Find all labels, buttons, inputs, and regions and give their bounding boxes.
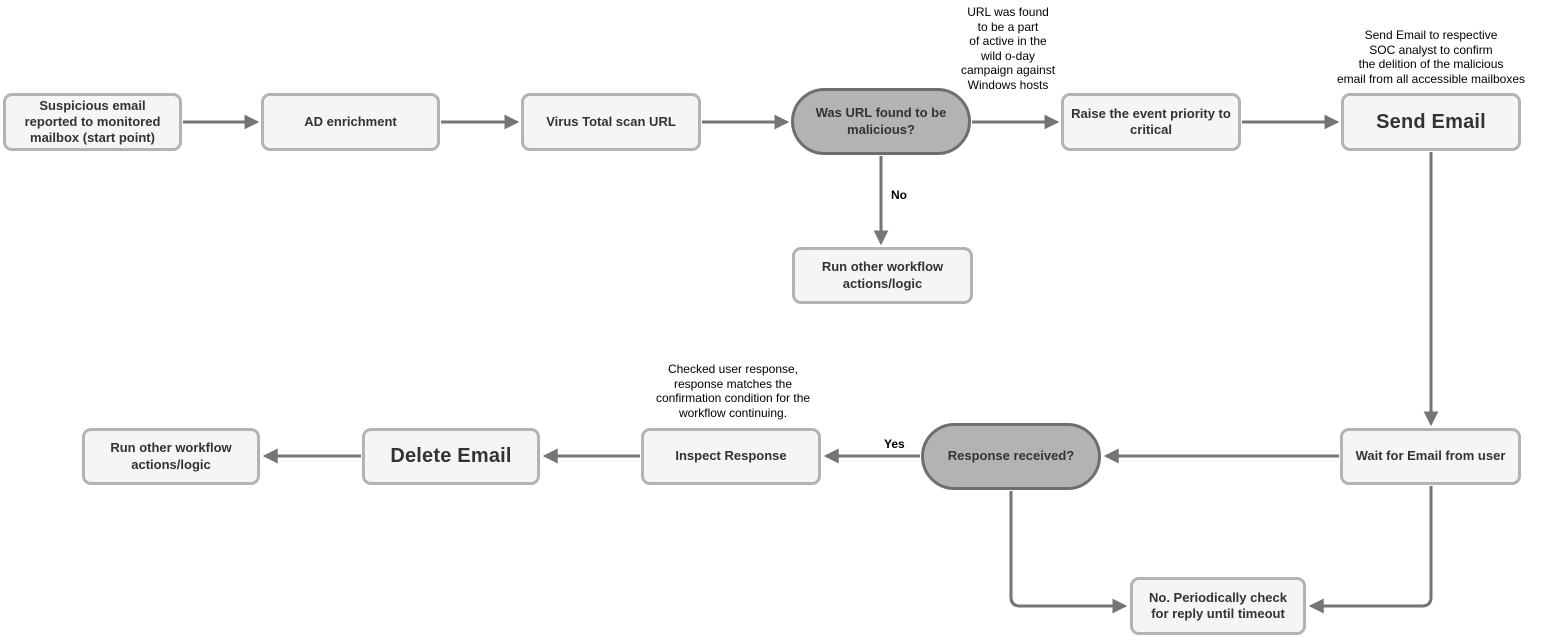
- node-ad-enrichment-label: AD enrichment: [304, 113, 397, 129]
- annotation-line: Send Email to respective: [1364, 28, 1498, 42]
- annotation-line: URL was found: [967, 5, 1049, 19]
- annotation-line: response matches the: [673, 376, 793, 391]
- annotation-line: Windows hosts: [967, 77, 1049, 92]
- node-virustotal-scan-label: Virus Total scan URL: [546, 113, 676, 129]
- annotation-url-campaign: URL was found to be a part of active in …: [961, 5, 1055, 92]
- node-virustotal-scan[interactable]: Virus Total scan URL: [521, 93, 701, 151]
- annotation-line: wild o-day: [980, 48, 1036, 63]
- edge-label-no: No: [889, 188, 909, 202]
- edge-wait-to-periodic: [1308, 486, 1433, 614]
- node-send-email[interactable]: Send Email: [1341, 93, 1521, 151]
- annotation-line: confirmation condition for the: [655, 391, 811, 405]
- node-wait-for-email-label: Wait for Email from user: [1355, 448, 1506, 464]
- edge-label-yes: Yes: [882, 437, 907, 451]
- node-run-other-workflow-bottom[interactable]: Run other workflow actions/logic: [82, 428, 260, 485]
- node-wait-for-email[interactable]: Wait for Email from user: [1340, 428, 1521, 485]
- node-decision-response-received[interactable]: Response received?: [921, 423, 1101, 490]
- annotation-send-email-note: Send Email to respective SOC analyst to …: [1337, 28, 1525, 86]
- node-inspect-response[interactable]: Inspect Response: [641, 428, 821, 485]
- node-start-label: Suspicious email reported to monitored m…: [24, 97, 161, 146]
- annotation-line: Checked user response,: [667, 362, 799, 376]
- node-decision-response-received-label: Response received?: [947, 448, 1075, 464]
- edge-decision2-to-periodic: [1009, 491, 1128, 614]
- annotation-checked-response: Checked user response, response matches …: [656, 362, 810, 420]
- annotation-line: to be a part: [977, 19, 1039, 34]
- annotation-line: campaign against: [960, 63, 1056, 77]
- node-decision-url-malicious-label: Was URL found to be malicious?: [815, 105, 947, 137]
- annotation-line: email from all accessible mailboxes: [1336, 71, 1526, 86]
- node-send-email-label: Send Email: [1376, 110, 1486, 133]
- node-ad-enrichment[interactable]: AD enrichment: [261, 93, 440, 151]
- node-periodic-check-label: No. Periodically check for reply until t…: [1148, 589, 1287, 621]
- node-delete-email[interactable]: Delete Email: [362, 428, 540, 485]
- node-start[interactable]: Suspicious email reported to monitored m…: [3, 93, 182, 151]
- annotation-line: of active in the: [969, 34, 1047, 48]
- annotation-line: the delition of the malicious: [1358, 57, 1504, 71]
- annotation-line: workflow continuing.: [678, 405, 788, 420]
- node-periodic-check[interactable]: No. Periodically check for reply until t…: [1130, 577, 1306, 635]
- node-run-other-workflow-bottom-label: Run other workflow actions/logic: [110, 440, 232, 472]
- node-raise-priority-label: Raise the event priority to critical: [1071, 105, 1231, 137]
- node-inspect-response-label: Inspect Response: [675, 448, 787, 464]
- node-run-other-workflow-top[interactable]: Run other workflow actions/logic: [792, 247, 973, 304]
- annotation-line: SOC analyst to confirm: [1369, 42, 1493, 57]
- node-decision-url-malicious[interactable]: Was URL found to be malicious?: [791, 88, 971, 155]
- node-raise-priority[interactable]: Raise the event priority to critical: [1061, 93, 1241, 151]
- node-run-other-workflow-top-label: Run other workflow actions/logic: [821, 259, 944, 291]
- node-delete-email-label: Delete Email: [390, 445, 512, 467]
